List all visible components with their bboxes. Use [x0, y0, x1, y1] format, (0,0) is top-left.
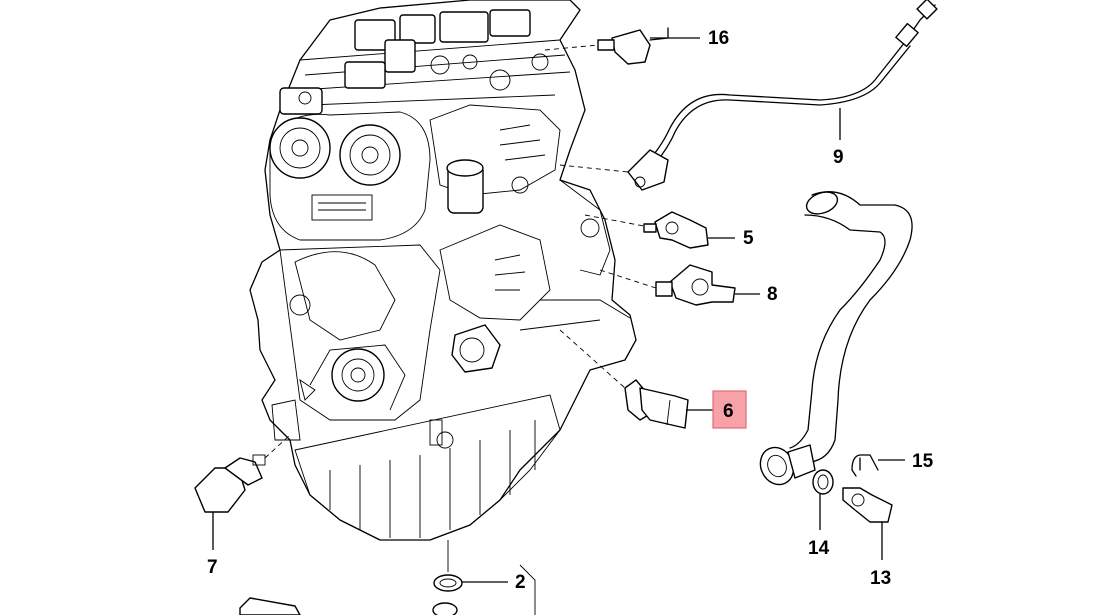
part-15-clip: [851, 454, 879, 477]
callout-7: 7: [207, 512, 218, 578]
part-2-oring: [239, 540, 536, 615]
callout-13: 13: [870, 522, 891, 589]
callout-5-label: 5: [743, 228, 754, 249]
callout-8-label: 8: [767, 284, 778, 305]
part-13-temp-sender: [842, 487, 893, 523]
callout-7-label: 7: [207, 557, 218, 578]
part-7-sensor: [194, 434, 291, 513]
callout-16-label: 16: [708, 28, 729, 49]
callout-6: 6: [686, 390, 747, 429]
callout-5: 5: [708, 228, 754, 249]
part-14-oring: [812, 469, 834, 495]
part-9-sensor-cable: [559, 0, 938, 191]
part-5-sensor: [584, 211, 709, 249]
callout-14: 14: [808, 494, 830, 559]
coolant-hose: [759, 191, 913, 486]
callout-16: 16: [650, 28, 729, 49]
callout-9: 9: [833, 108, 844, 168]
callout-2-label: 2: [515, 572, 526, 593]
callout-6-label: 6: [723, 401, 734, 422]
engine-block-drawing: [249, 0, 637, 541]
callout-2: 2: [462, 572, 526, 593]
callout-8: 8: [735, 284, 778, 305]
callout-6-highlight: [712, 390, 747, 429]
callout-14-label: 14: [808, 538, 830, 559]
part-16-sensor: [544, 27, 669, 65]
part-8-sensor: [599, 264, 736, 306]
callout-15: 15: [878, 451, 934, 472]
part-6-pressure-switch: [559, 329, 689, 429]
callout-13-label: 13: [870, 568, 891, 589]
callout-15-label: 15: [912, 451, 934, 472]
callout-9-label: 9: [833, 147, 844, 168]
